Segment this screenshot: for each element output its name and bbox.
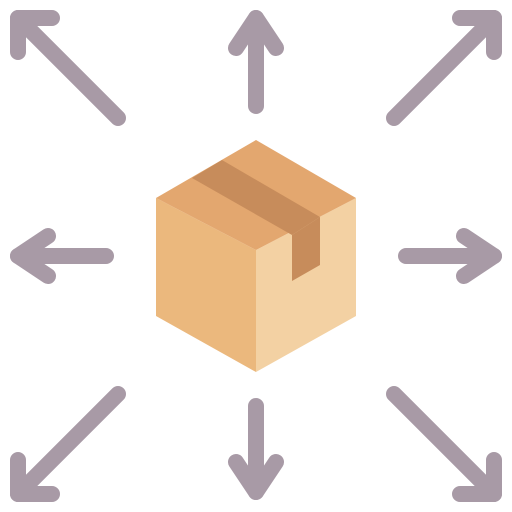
arrow-up-left-icon	[10, 10, 126, 126]
tape-top	[192, 160, 320, 235]
arrow-left-icon	[10, 228, 114, 284]
cardboard-box-icon	[156, 140, 356, 372]
arrow-up-icon	[228, 10, 284, 114]
arrow-down-icon	[228, 398, 284, 500]
arrow-down-left-icon	[10, 386, 126, 502]
arrow-up-right-icon	[386, 10, 502, 126]
box-right-face	[256, 198, 356, 372]
arrow-down-right-icon	[386, 386, 502, 502]
box-left-face	[156, 198, 256, 372]
arrow-right-icon	[398, 228, 502, 284]
tape-side	[292, 217, 320, 281]
